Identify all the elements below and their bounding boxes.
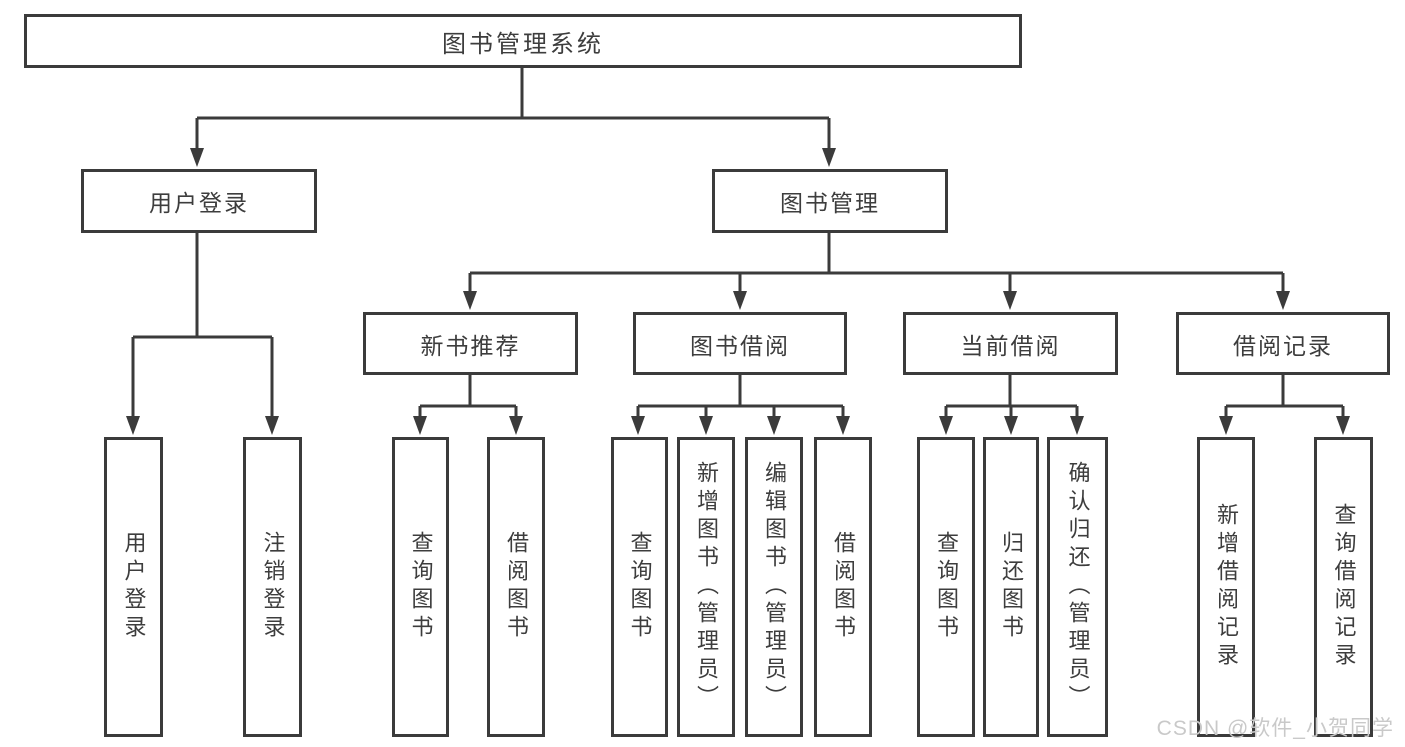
node-label: 查询图书 <box>627 531 653 643</box>
node-new-book-recommendation: 新书推荐 <box>363 312 578 375</box>
node-label: 归还图书 <box>999 531 1024 643</box>
node-label: 图书管理 <box>780 190 880 216</box>
leaf-confirm-return-admin: 确认归还（管理员） <box>1047 437 1108 737</box>
node-label: 用户登录 <box>121 531 147 643</box>
node-label: 当前借阅 <box>960 332 1061 359</box>
node-label: 查询借阅记录 <box>1331 503 1357 671</box>
leaf-add-borrow-record: 新增借阅记录 <box>1197 437 1255 737</box>
node-label: 编辑图书（管理员） <box>762 461 787 713</box>
watermark: CSDN @软件_小贺同学 <box>1156 717 1394 740</box>
node-label: 注销登录 <box>260 531 286 643</box>
leaf-edit-book-admin: 编辑图书（管理员） <box>745 437 803 737</box>
node-label: 借阅图书 <box>504 531 529 643</box>
leaf-borrow-books: 借阅图书 <box>814 437 872 737</box>
node-user-login: 用户登录 <box>81 169 317 233</box>
connector-stems <box>131 68 1345 419</box>
node-label: 用户登录 <box>149 190 249 216</box>
node-label: 新书推荐 <box>420 332 521 359</box>
leaf-add-book-admin: 新增图书（管理员） <box>677 437 735 737</box>
node-label: 图书借阅 <box>690 332 790 359</box>
node-book-management: 图书管理 <box>712 169 948 233</box>
node-borrowing-records: 借阅记录 <box>1176 312 1390 375</box>
node-label: 确认归还（管理员） <box>1065 461 1091 713</box>
node-label: 查询图书 <box>934 531 959 643</box>
leaf-query-books-borrowing: 查询图书 <box>611 437 668 737</box>
node-label: 借阅记录 <box>1233 332 1333 359</box>
leaf-query-books-current: 查询图书 <box>917 437 975 737</box>
connector-arrowheads <box>126 148 1350 435</box>
node-label: 新增图书（管理员） <box>694 461 719 713</box>
node-current-borrowing: 当前借阅 <box>903 312 1118 375</box>
node-label: 图书管理系统 <box>442 30 604 58</box>
node-label: 新增借阅记录 <box>1214 503 1239 671</box>
node-label: 借阅图书 <box>831 531 856 643</box>
node-root: 图书管理系统 <box>24 14 1022 68</box>
node-book-borrowing: 图书借阅 <box>633 312 847 375</box>
leaf-user-login: 用户登录 <box>104 437 163 737</box>
leaf-query-books-recommend: 查询图书 <box>392 437 449 737</box>
leaf-query-borrow-record: 查询借阅记录 <box>1314 437 1373 737</box>
leaf-logout-login: 注销登录 <box>243 437 302 737</box>
node-label: 查询图书 <box>408 531 434 643</box>
leaf-borrow-books-recommend: 借阅图书 <box>487 437 545 737</box>
leaf-return-book: 归还图书 <box>983 437 1039 737</box>
